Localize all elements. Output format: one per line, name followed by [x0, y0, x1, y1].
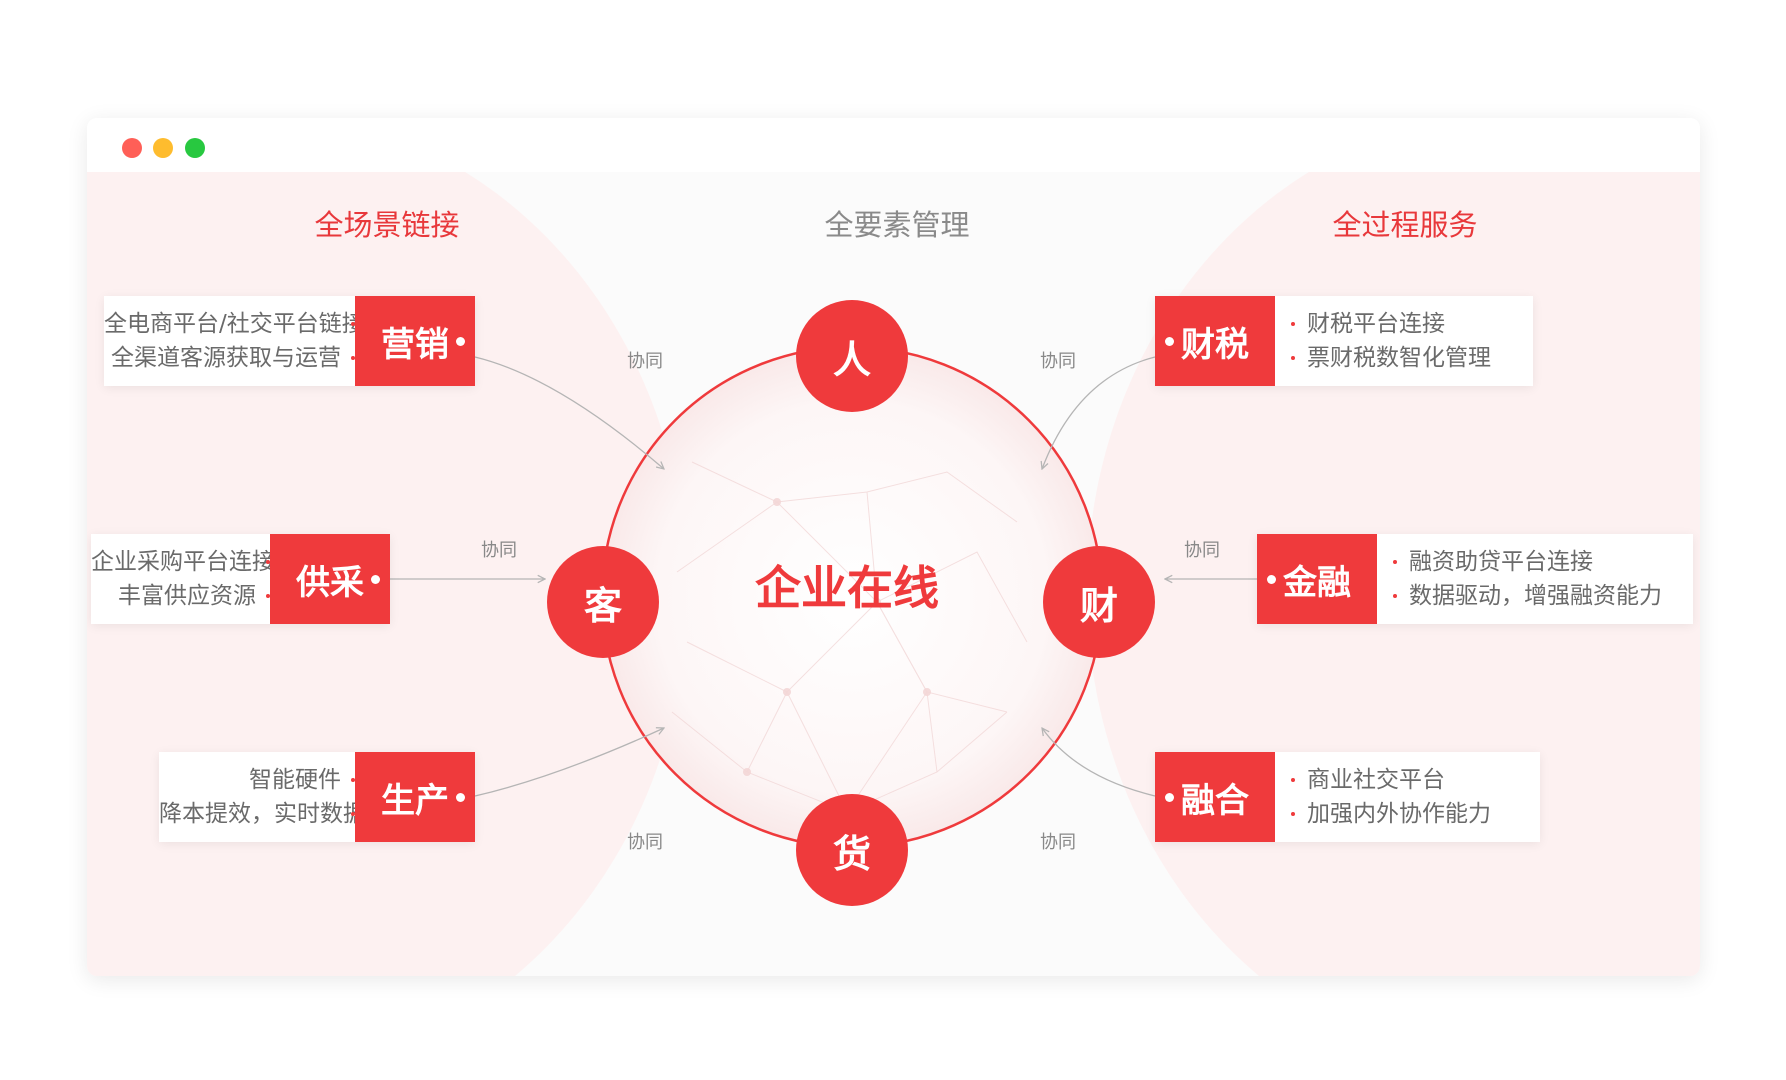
app-window: 全场景链接 全要素管理 全过程服务 — [87, 118, 1700, 976]
card-marketing: 全电商平台/社交平台链接 全渠道客源获取与运营 营销 — [104, 296, 475, 386]
card-line: 全电商平台/社交平台链接 — [104, 311, 365, 337]
card-tag-integration: 融合 — [1155, 752, 1275, 842]
heading-left: 全场景链接 — [314, 208, 460, 242]
card-line: 数据驱动，增强融资能力 — [1393, 579, 1689, 613]
node-top: 人 — [796, 300, 908, 412]
card-line: 财税平台连接 — [1291, 307, 1527, 341]
card-tag-supply: 供采 — [270, 534, 390, 624]
center-title: 企业在线 — [755, 561, 939, 615]
title-bar — [87, 118, 1700, 172]
connector-marketing — [474, 356, 664, 469]
card-line: 商业社交平台 — [1291, 763, 1534, 797]
node-left: 客 — [547, 546, 659, 658]
heading-right: 全过程服务 — [1332, 208, 1478, 242]
card-fintech: 金融 融资助贷平台连接 数据驱动，增强融资能力 — [1257, 534, 1693, 624]
diagram-canvas: 全场景链接 全要素管理 全过程服务 — [87, 172, 1700, 976]
card-tag-production: 生产 — [355, 752, 475, 842]
card-integration: 融合 商业社交平台 加强内外协作能力 — [1155, 752, 1540, 842]
card-line: 降本提效，实时数据 — [159, 801, 366, 827]
connector-finance-tax — [1042, 356, 1156, 469]
card-line: 票财税数智化管理 — [1291, 341, 1527, 375]
card-tag-finance-tax: 财税 — [1155, 296, 1275, 386]
card-supply: 企业采购平台连接 丰富供应资源 供采 — [91, 534, 390, 624]
card-line: 融资助贷平台连接 — [1393, 545, 1689, 579]
card-line: 企业采购平台连接 — [91, 549, 275, 575]
connector-integration — [1042, 728, 1156, 797]
card-line: 全渠道客源获取与运营 — [104, 341, 355, 375]
heading-center: 全要素管理 — [824, 208, 970, 242]
card-finance-tax: 财税 财税平台连接 票财税数智化管理 — [1155, 296, 1533, 386]
connector-label-fintech: 协同 — [1184, 540, 1220, 561]
node-bottom: 货 — [796, 794, 908, 906]
window-close-button[interactable] — [122, 138, 142, 158]
card-line: 加强内外协作能力 — [1291, 797, 1534, 831]
connector-label-production: 协同 — [627, 832, 663, 853]
window-maximize-button[interactable] — [185, 138, 205, 158]
window-minimize-button[interactable] — [153, 138, 173, 158]
connector-label-supply: 协同 — [481, 540, 517, 561]
connector-label-marketing: 协同 — [627, 351, 663, 372]
connector-production — [474, 728, 664, 797]
connector-label-finance-tax: 协同 — [1040, 351, 1076, 372]
card-tag-marketing: 营销 — [355, 296, 475, 386]
card-line: 丰富供应资源 — [91, 579, 270, 613]
card-tag-fintech: 金融 — [1257, 534, 1377, 624]
node-right: 财 — [1043, 546, 1155, 658]
connector-label-integration: 协同 — [1040, 832, 1076, 853]
card-production: 智能硬件 降本提效，实时数据 生产 — [159, 752, 475, 842]
card-line: 智能硬件 — [159, 763, 355, 797]
